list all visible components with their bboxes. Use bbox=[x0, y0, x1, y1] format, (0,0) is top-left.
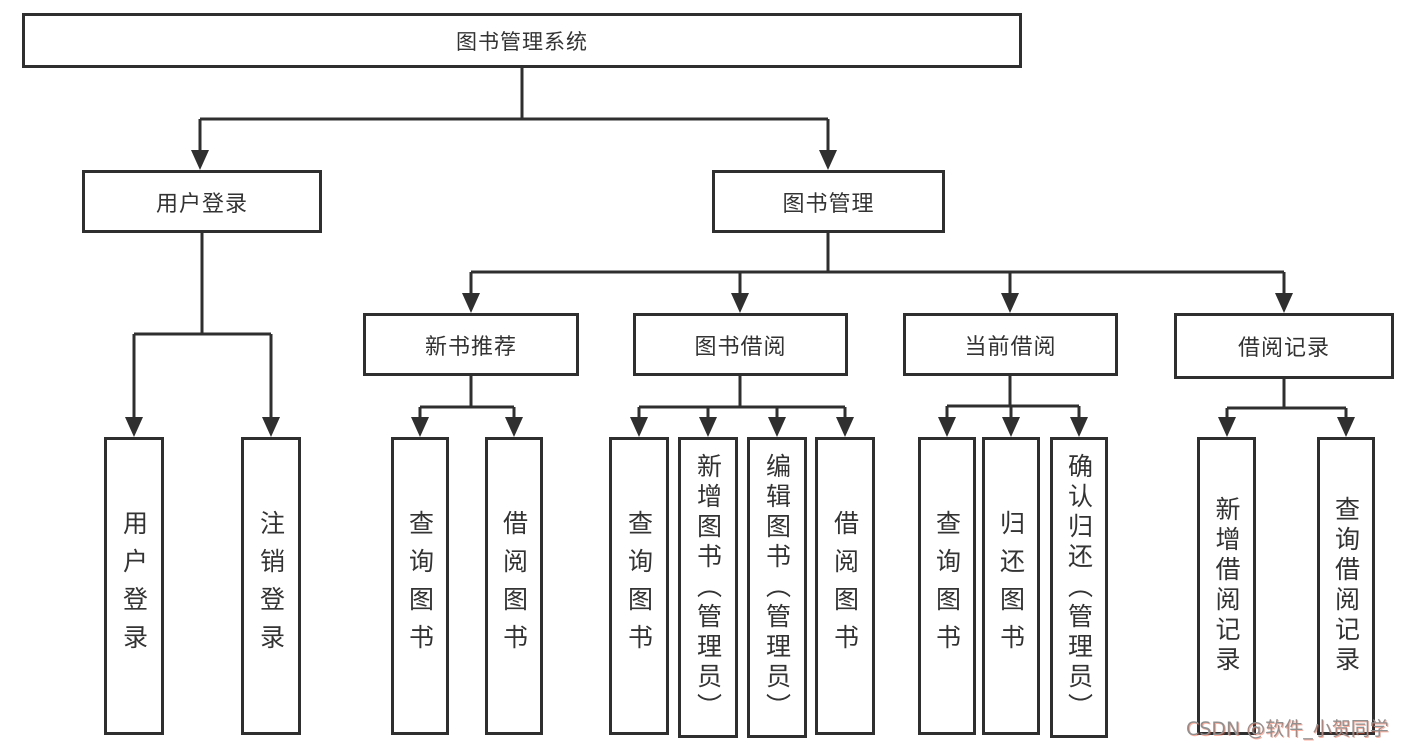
arrow-down-icon bbox=[1337, 417, 1355, 437]
arrow-down-icon bbox=[125, 417, 143, 437]
arrow-down-icon bbox=[768, 417, 786, 437]
leaf-borrow-books-1: 借阅图书 bbox=[485, 437, 543, 735]
arrow-down-icon bbox=[819, 150, 837, 170]
connector-new-book-recommendation-to-leaves bbox=[411, 376, 523, 437]
arrow-down-icon bbox=[630, 417, 648, 437]
arrow-down-icon bbox=[411, 417, 429, 437]
csdn-watermark: CSDN @软件_小贺同学 bbox=[1186, 718, 1389, 740]
leaf-logout: 注销登录 bbox=[241, 437, 301, 735]
leaf-edit-books-admin: 编辑图书（管理员） bbox=[747, 437, 807, 738]
arrow-down-icon bbox=[191, 150, 209, 170]
leaf-add-borrow-record: 新增借阅记录 bbox=[1197, 437, 1256, 735]
arrow-down-icon bbox=[836, 417, 854, 437]
connector-user-login-to-leaves bbox=[125, 233, 280, 437]
arrow-down-icon bbox=[1275, 293, 1293, 313]
connector-root-to-level2 bbox=[191, 68, 837, 170]
node-current-borrowing: 当前借阅 bbox=[903, 313, 1118, 376]
leaf-user-login: 用户登录 bbox=[104, 437, 164, 735]
leaf-add-books-admin: 新增图书（管理员） bbox=[678, 437, 738, 738]
leaf-return-books: 归还图书 bbox=[982, 437, 1040, 735]
leaf-query-books-3: 查询图书 bbox=[918, 437, 976, 735]
arrow-down-icon bbox=[505, 417, 523, 437]
node-user-login: 用户登录 bbox=[82, 170, 322, 233]
connector-current-borrowing-to-leaves bbox=[938, 376, 1088, 437]
leaf-query-books-1: 查询图书 bbox=[391, 437, 449, 735]
arrow-down-icon bbox=[699, 417, 717, 437]
node-borrowing-records: 借阅记录 bbox=[1174, 313, 1394, 379]
connector-book-management-to-level3 bbox=[462, 233, 1293, 313]
arrow-down-icon bbox=[938, 417, 956, 437]
node-new-book-recommendation: 新书推荐 bbox=[363, 313, 579, 376]
node-book-management: 图书管理 bbox=[712, 170, 945, 233]
arrow-down-icon bbox=[1001, 293, 1019, 313]
arrow-down-icon bbox=[731, 293, 749, 313]
arrow-down-icon bbox=[1002, 417, 1020, 437]
arrow-down-icon bbox=[462, 293, 480, 313]
node-book-borrowing: 图书借阅 bbox=[633, 313, 848, 376]
arrow-down-icon bbox=[1070, 417, 1088, 437]
connector-book-borrowing-to-leaves bbox=[630, 376, 854, 437]
arrow-down-icon bbox=[262, 417, 280, 437]
connector-borrowing-records-to-leaves bbox=[1218, 379, 1355, 437]
arrow-down-icon bbox=[1218, 417, 1236, 437]
leaf-query-books-2: 查询图书 bbox=[609, 437, 669, 735]
leaf-query-borrow-record: 查询借阅记录 bbox=[1317, 437, 1375, 735]
leaf-confirm-return-admin: 确认归还（管理员） bbox=[1050, 437, 1108, 738]
node-library-management-system: 图书管理系统 bbox=[22, 13, 1022, 68]
leaf-borrow-books-2: 借阅图书 bbox=[815, 437, 875, 735]
